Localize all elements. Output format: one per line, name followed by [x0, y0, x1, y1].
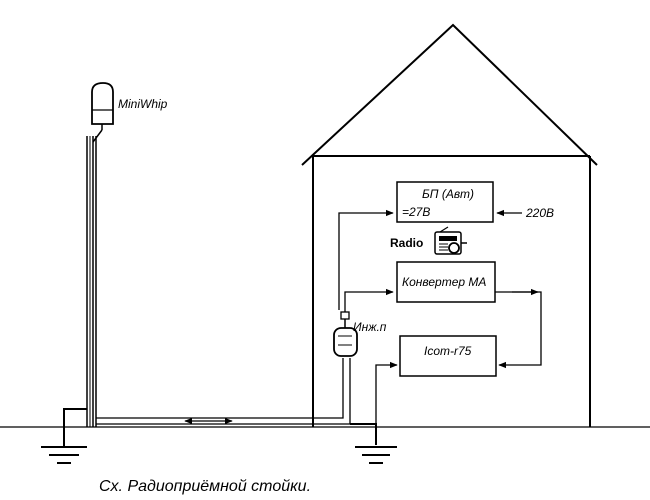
radio-set-icon	[434, 226, 467, 255]
scheme-caption: Сх. Радиоприёмной стойки.	[99, 478, 311, 495]
power-supply-title: БП (Авт)	[422, 187, 474, 201]
power-injector	[333, 311, 358, 357]
injector-label: Инж.п	[353, 320, 387, 334]
dc-power-line	[338, 209, 394, 310]
mast-ground	[41, 408, 87, 464]
feed-cable	[96, 358, 351, 425]
receiver-box	[399, 335, 497, 377]
house-ground	[350, 423, 397, 464]
radio-logo-text: Radio	[390, 236, 423, 250]
house-roof	[301, 23, 598, 166]
converter-box	[396, 261, 496, 303]
injector-to-converter-line	[344, 288, 394, 312]
converter-to-receiver-line	[495, 291, 542, 369]
receiver-ground-line	[375, 361, 398, 445]
power-supply-box	[396, 181, 494, 223]
antenna-label: MiniWhip	[118, 97, 168, 111]
miniwhip-antenna	[91, 82, 114, 143]
converter-label: Конвертер МА	[402, 275, 486, 289]
antenna-mast	[86, 136, 97, 427]
house	[301, 23, 598, 427]
receiver-label: Icom-r75	[424, 344, 472, 358]
mains-label: 220В	[525, 206, 554, 220]
radio-logo: Radio	[390, 226, 467, 255]
power-supply-voltage: =27В	[402, 205, 430, 219]
